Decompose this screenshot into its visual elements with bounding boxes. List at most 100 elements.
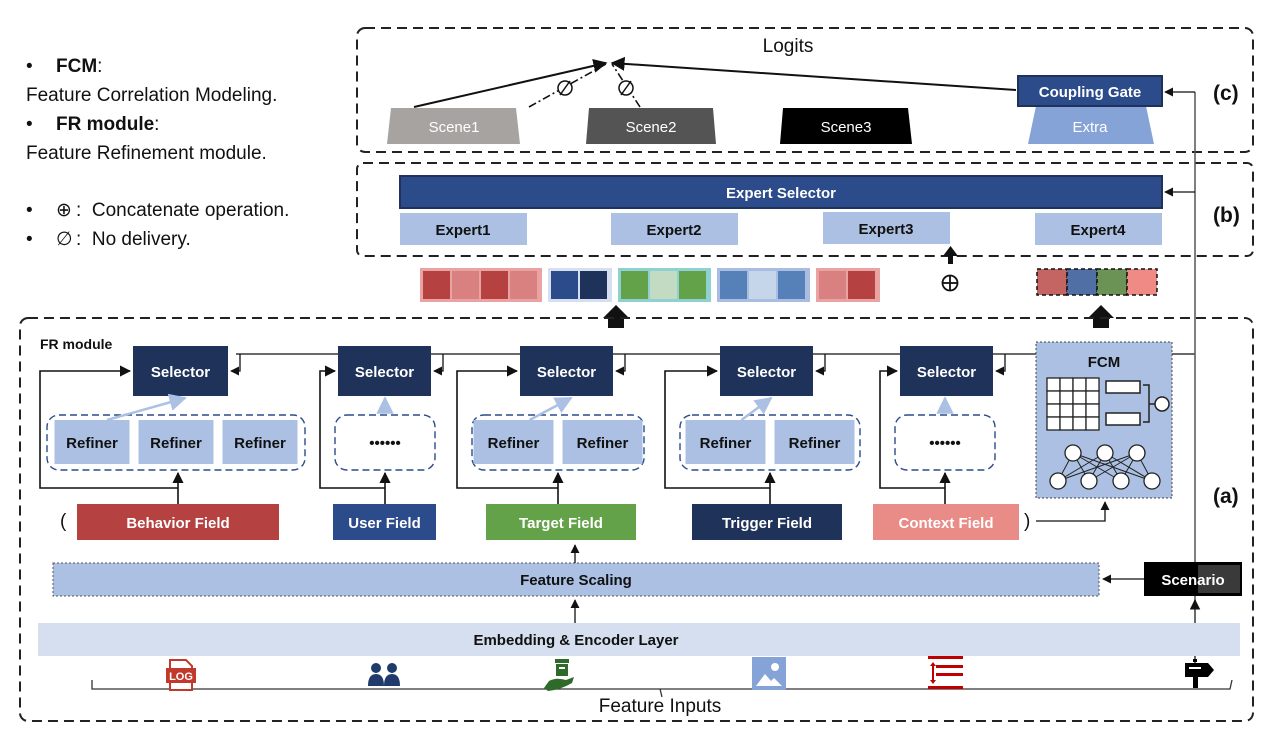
refiner-label: Refiner bbox=[488, 435, 540, 452]
line-spacing-icon bbox=[928, 656, 963, 689]
extra-label: Extra bbox=[1072, 119, 1108, 136]
expert-4: Expert4 bbox=[1035, 213, 1162, 245]
embedding-cell bbox=[510, 271, 537, 299]
fcm-bracket bbox=[1143, 384, 1155, 423]
extra-shape bbox=[1028, 106, 1154, 144]
network-node bbox=[1143, 472, 1161, 490]
refiner-box bbox=[774, 420, 855, 464]
legend-term: FR module bbox=[56, 114, 155, 135]
field-selector-bypass bbox=[456, 365, 558, 489]
selector-label: Selector bbox=[151, 364, 210, 381]
field-label: Target Field bbox=[519, 515, 603, 532]
refiner-box bbox=[473, 420, 554, 464]
embedding-group bbox=[548, 268, 612, 302]
scene-1: Scene1 bbox=[387, 108, 520, 144]
fr-module-label: FR module bbox=[40, 336, 113, 352]
field-box bbox=[873, 504, 1019, 540]
image-icon bbox=[752, 657, 786, 690]
embedding-cell bbox=[679, 271, 706, 299]
embedding-cell bbox=[621, 271, 648, 299]
up-arrow-icon bbox=[1088, 305, 1114, 328]
embedding-cell bbox=[551, 271, 578, 299]
field-label: Trigger Field bbox=[722, 515, 812, 532]
section-c-label: (c) bbox=[1213, 82, 1239, 105]
signpost-icon bbox=[1185, 659, 1214, 688]
ellipsis: •••••• bbox=[929, 435, 961, 452]
feature-scaling-label: Feature Scaling bbox=[520, 572, 632, 589]
hand-box-icon bbox=[544, 659, 574, 691]
embedding-cell bbox=[481, 271, 508, 299]
selector-box bbox=[520, 346, 613, 396]
fcm-box: FCM bbox=[1035, 341, 1173, 499]
network-node bbox=[1049, 472, 1067, 490]
section-b: Expert Selector Expert1 Expert2 Expert3 … bbox=[356, 162, 1254, 257]
field-selector-bypass bbox=[319, 365, 385, 489]
fr-block-context-field: Selector••••••Context Field bbox=[873, 346, 1019, 540]
legend-definition: Feature Correlation Modeling. bbox=[26, 85, 278, 106]
scene-label: Scene1 bbox=[429, 119, 480, 136]
scene-2: Scene2 bbox=[586, 108, 716, 144]
refiner-selector-arrow bbox=[740, 396, 773, 422]
section-b-label: (b) bbox=[1213, 204, 1240, 227]
no-delivery-icon: ∅ bbox=[56, 229, 73, 250]
gate-logits-line bbox=[610, 56, 1017, 91]
expert-3: Expert3 bbox=[823, 212, 950, 244]
scene-label: Scene2 bbox=[626, 119, 677, 136]
legend-symbol-concat: •⊕: Concatenate operation. bbox=[26, 196, 289, 225]
fcm-output-cell bbox=[1096, 268, 1128, 296]
up-arrow-icon bbox=[603, 305, 629, 328]
legend-item-fcm: •FCM: bbox=[26, 56, 103, 77]
selector-label: Selector bbox=[355, 364, 414, 381]
feature-scaling bbox=[52, 562, 1100, 597]
scene1-logits-line bbox=[413, 58, 608, 108]
users-icon bbox=[368, 663, 400, 686]
concat-icon: ⊕ bbox=[56, 200, 72, 221]
legend-meaning: Concatenate operation. bbox=[91, 200, 290, 221]
no-delivery-icon bbox=[557, 80, 573, 96]
refiner-box bbox=[562, 420, 643, 464]
no-delivery-icon bbox=[618, 80, 634, 96]
legend-item-fr: •FR module: bbox=[26, 114, 160, 135]
fcm-vector-icon bbox=[1105, 380, 1141, 394]
network-node bbox=[1080, 472, 1098, 490]
fcm-output-cell bbox=[1036, 268, 1068, 296]
legend: •FCM: Feature Correlation Modeling. •FR … bbox=[26, 52, 289, 254]
refiner-group bbox=[334, 414, 436, 471]
embedding-layer-label: Embedding & Encoder Layer bbox=[473, 632, 678, 649]
scenario-label: Scenario bbox=[1161, 572, 1224, 589]
svg-text:LOG: LOG bbox=[169, 671, 193, 683]
section-c-frame bbox=[356, 27, 1254, 153]
concat-icon bbox=[941, 274, 959, 292]
fcm-label: FCM bbox=[1088, 354, 1121, 371]
refiner-box bbox=[138, 420, 214, 464]
scene-3: Scene3 bbox=[780, 108, 912, 144]
field-label: Behavior Field bbox=[126, 515, 229, 532]
selector-feedback-arrow bbox=[995, 354, 1006, 376]
section-b-frame bbox=[356, 162, 1254, 257]
expert-box bbox=[823, 212, 950, 244]
expert-1: Expert1 bbox=[400, 213, 527, 245]
scene-shape bbox=[780, 108, 912, 144]
selector-feedback-arrow bbox=[615, 354, 626, 376]
expert-selector bbox=[399, 175, 1163, 209]
selector-feedback-arrow bbox=[230, 354, 241, 376]
refiner-box bbox=[54, 420, 130, 464]
scene-shape bbox=[387, 108, 520, 144]
selector-box bbox=[338, 346, 431, 396]
fcm-output-cell bbox=[1066, 268, 1098, 296]
field-selector-bypass bbox=[664, 365, 770, 489]
expert-box bbox=[611, 213, 738, 245]
embedding-cell bbox=[423, 271, 450, 299]
concat-up-arrow bbox=[943, 246, 958, 264]
embedding-cell bbox=[778, 271, 805, 299]
feature-inputs-label: Feature Inputs bbox=[599, 696, 722, 717]
field-selector-bypass bbox=[879, 365, 945, 489]
fcm-output-cells bbox=[1036, 268, 1158, 296]
selector-label: Selector bbox=[737, 364, 796, 381]
legend-term: FCM bbox=[56, 56, 98, 77]
refiner-label: Refiner bbox=[700, 435, 752, 452]
feature-inputs-brace bbox=[91, 679, 1233, 698]
